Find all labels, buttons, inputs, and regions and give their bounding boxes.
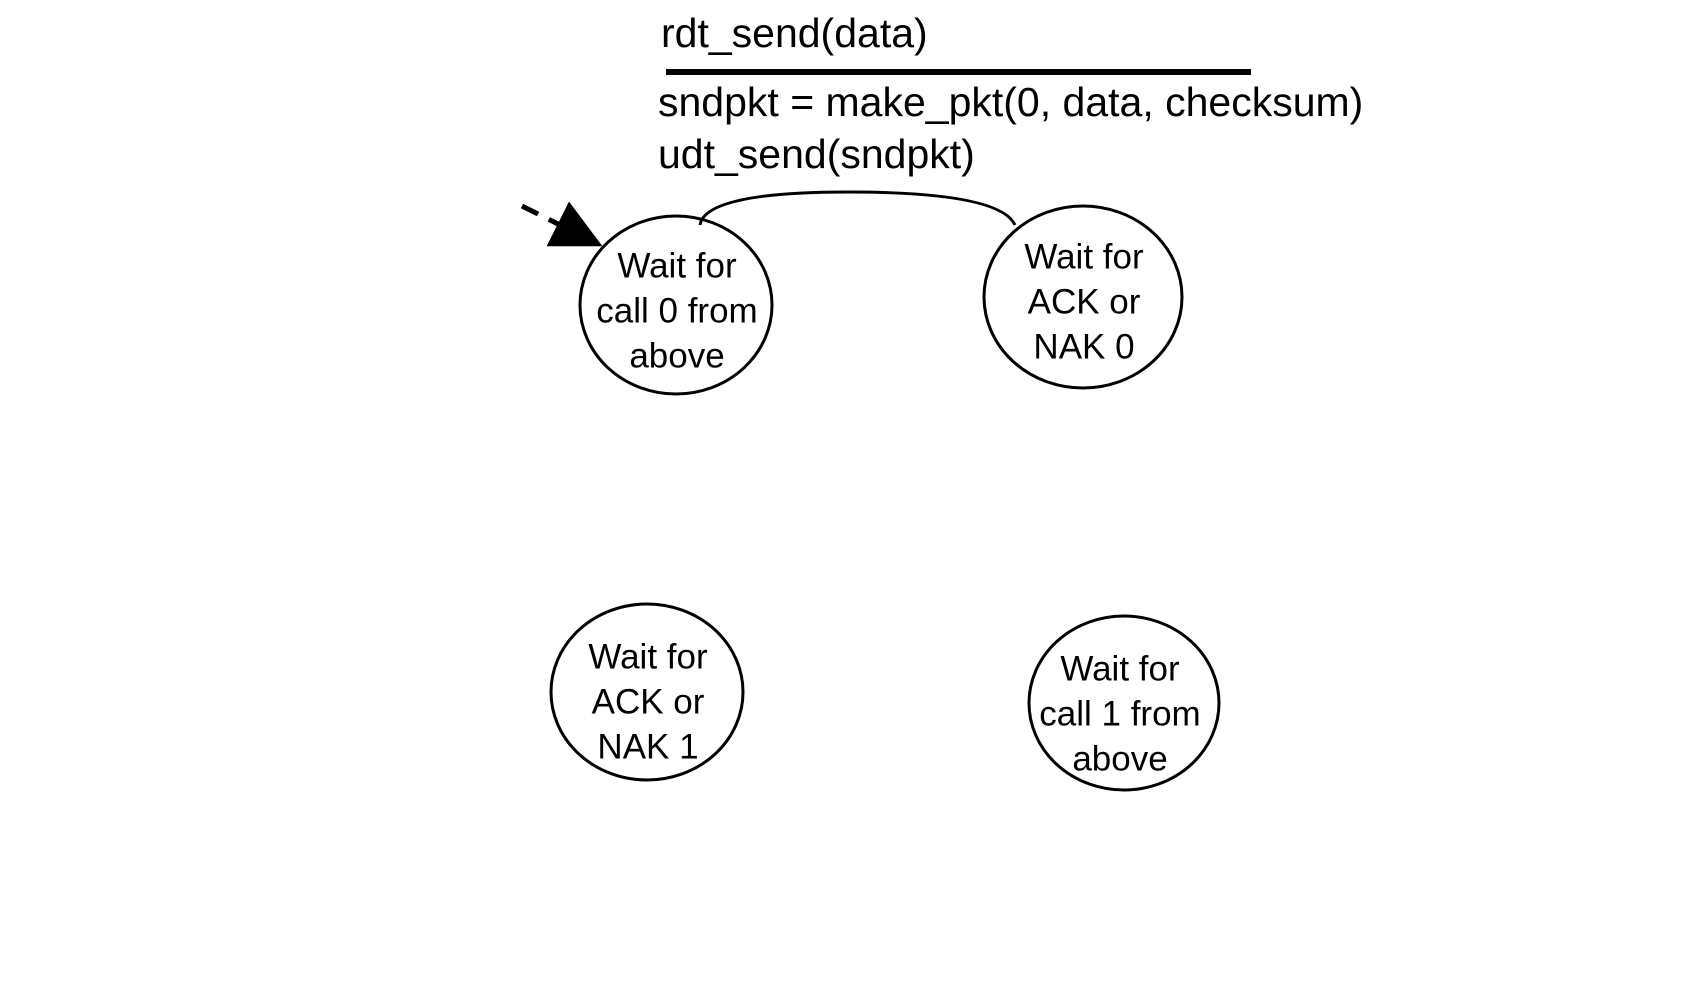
state-wait-ack-nak-1-label: Wait for ACK or NAK 1: [588, 637, 708, 767]
transition-action-make-pkt: sndpkt = make_pkt(0, data, checksum): [658, 79, 1364, 125]
state-wait-call-1-label: Wait for call 1 from above: [1039, 649, 1201, 779]
transition-action-udt-send: udt_send(sndpkt): [658, 131, 975, 177]
transition-event: rdt_send(data): [661, 10, 928, 56]
transition-arc: [698, 190, 1017, 226]
state-wait-ack-nak-0-circle[interactable]: [982, 204, 1184, 390]
state-wait-ack-nak-1-circle[interactable]: [549, 602, 745, 782]
state-wait-ack-nak-0-label: Wait for ACK or NAK 0: [1024, 237, 1144, 367]
state-wait-call-1-circle[interactable]: [1027, 614, 1221, 792]
state-wait-call-0-circle[interactable]: [578, 214, 774, 396]
state-wait-call-0-label: Wait for call 0 from above: [596, 246, 758, 376]
initial-state-arrow: [520, 201, 603, 247]
transition-actions: sndpkt = make_pkt(0, data, checksum) udt…: [658, 76, 1363, 180]
